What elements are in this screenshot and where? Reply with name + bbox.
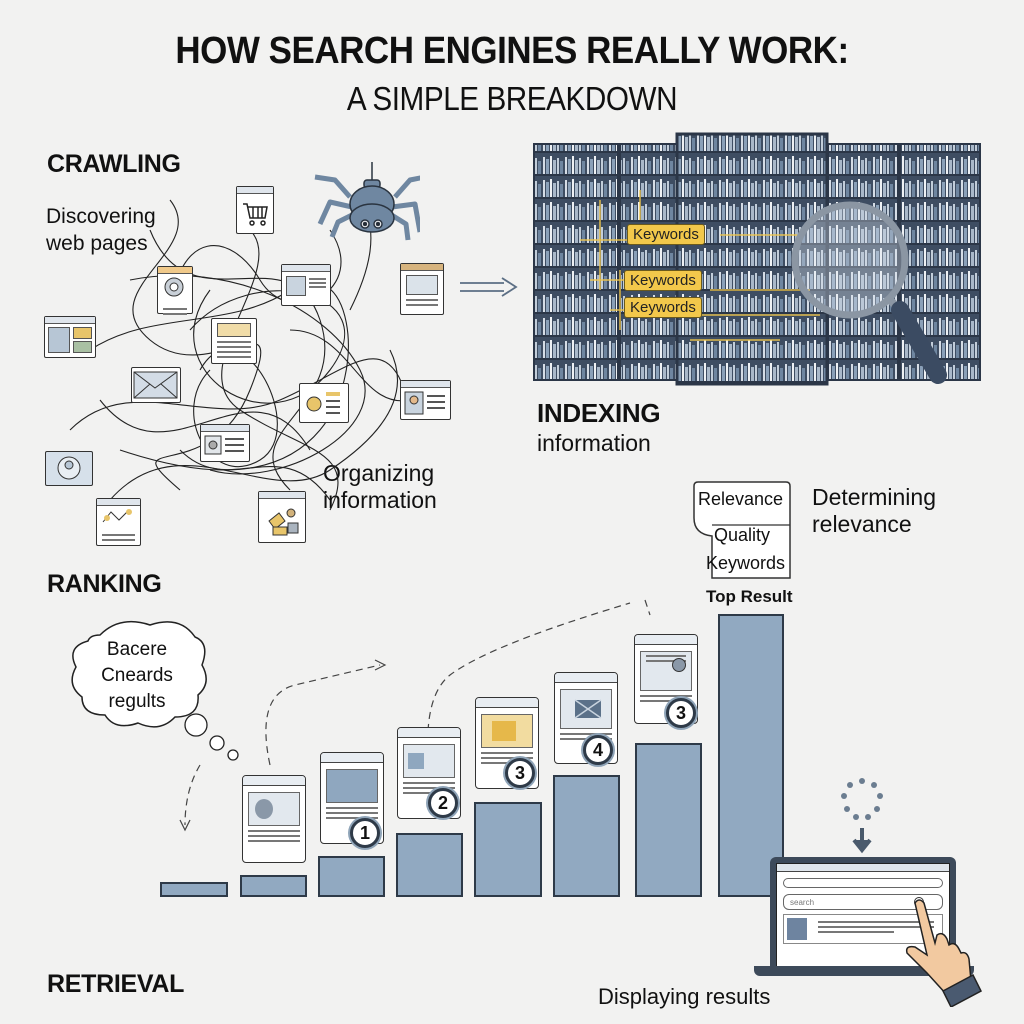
tools-page-icon <box>299 383 349 423</box>
result-card <box>475 697 539 789</box>
keyword-tag: Keywords <box>627 224 705 245</box>
pointing-hand-icon <box>905 899 982 1007</box>
result-card <box>242 775 306 863</box>
rank-badge: 3 <box>666 698 696 728</box>
cart-icon <box>243 203 268 226</box>
top-result-label: Top Result <box>706 587 793 606</box>
rank-bar <box>553 775 620 897</box>
rank-bar <box>635 743 702 897</box>
rank-bar <box>160 882 228 897</box>
rank-bar <box>396 833 463 897</box>
bubble-line: regults <box>108 691 166 712</box>
caption-line: relevance <box>812 511 912 537</box>
layout-page-icon <box>281 264 331 306</box>
caption-line: information <box>323 487 437 513</box>
loading-spinner-icon <box>841 778 883 854</box>
relevance-factors-card <box>693 481 791 579</box>
dashboard-page-icon <box>44 316 96 358</box>
rank-badge: 3 <box>505 758 535 788</box>
rank-badge: 2 <box>428 788 458 818</box>
caption-line: web pages <box>46 232 148 255</box>
laptop-base <box>754 966 974 976</box>
arrow-right-icon <box>460 277 518 297</box>
rank-badge: 4 <box>583 735 613 765</box>
caption-line: Discovering <box>46 205 156 228</box>
search-placeholder: search <box>790 898 815 907</box>
rank-bar <box>474 802 542 897</box>
thought-bubble-icon <box>71 620 239 761</box>
rank-bar <box>318 856 385 897</box>
url-bar[interactable] <box>783 878 943 888</box>
rank-bar <box>240 875 307 897</box>
bubble-line: Cneards <box>101 665 173 686</box>
crawling-heading: CRAWLING <box>47 150 181 178</box>
keyword-tag: Keywords <box>624 270 702 291</box>
bookshelf-icon <box>533 132 981 386</box>
email-page-icon <box>131 367 181 403</box>
factor-keywords: Keywords <box>706 553 786 573</box>
shapes-page-icon <box>258 491 306 543</box>
search-result-item[interactable] <box>783 914 943 944</box>
ranking-heading: RANKING <box>47 570 162 598</box>
article-page-icon <box>211 318 257 364</box>
graph-page-icon <box>96 498 141 546</box>
shopping-cart-page-icon <box>236 186 274 234</box>
target-page-icon <box>157 266 193 315</box>
page-subtitle: A SIMPLE BREAKDOWN <box>346 80 678 117</box>
retrieval-heading: RETRIEVAL <box>47 970 185 998</box>
chart-page-icon <box>400 263 444 315</box>
avatar-page-icon <box>45 451 93 486</box>
rank-badge: 1 <box>350 818 380 848</box>
thought-bubble-text: Bacere Cneards regults <box>92 637 182 715</box>
indexing-caption: information <box>537 430 651 456</box>
profile-page-icon <box>400 380 451 420</box>
indexing-heading: INDEXING <box>537 398 661 428</box>
retrieval-caption: Displaying results <box>598 984 771 1009</box>
factor-quality: Quality <box>714 525 771 545</box>
relevance-caption: Determining relevance <box>812 484 936 538</box>
keyword-tag: Keywords <box>624 297 702 318</box>
crawling-caption-bottom: Organizing information <box>323 460 437 514</box>
page-title: HOW SEARCH ENGINES REALLY WORK: <box>175 30 849 72</box>
crawling-caption-top: Discovering web pages <box>46 203 156 257</box>
factor-relevance: Relevance <box>698 489 784 509</box>
caption-line: Determining <box>812 484 936 510</box>
rank-bar-top-result <box>718 614 784 897</box>
bubble-line: Bacere <box>106 639 168 660</box>
spider-icon <box>314 162 420 241</box>
media-page-icon <box>200 424 250 462</box>
caption-line: Organizing <box>323 460 435 486</box>
